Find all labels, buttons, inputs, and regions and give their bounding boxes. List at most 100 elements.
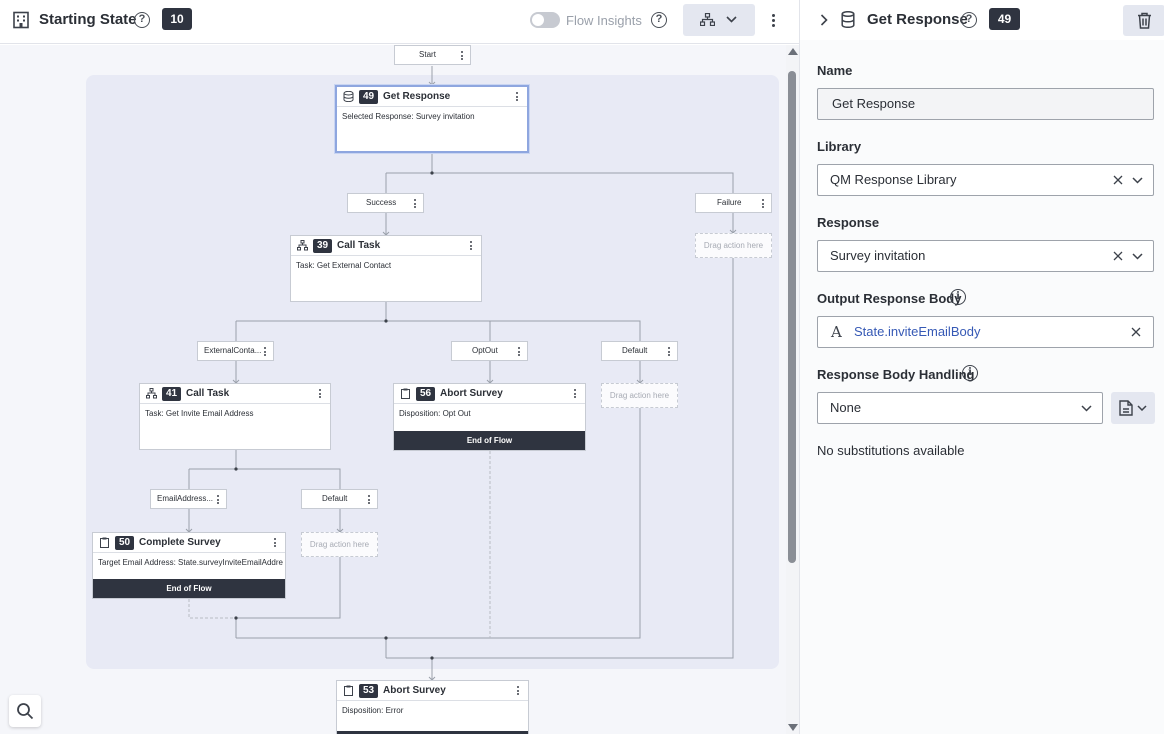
drop-zone[interactable]: Drag action here xyxy=(301,532,378,557)
complete-survey-node[interactable]: 50 Complete Survey Target Email Address:… xyxy=(92,532,286,599)
info-icon[interactable]: i xyxy=(950,289,966,305)
more-vert-icon[interactable] xyxy=(518,347,521,358)
node-title: Get Response xyxy=(383,91,451,102)
node-number-badge: 53 xyxy=(359,684,379,698)
node-title: Abort Survey xyxy=(383,685,446,696)
abort-survey-node[interactable]: 56 Abort Survey Disposition: Opt Out End… xyxy=(393,383,586,451)
chevron-right-icon[interactable] xyxy=(820,14,828,26)
properties-panel: Get Response ? 49 Name Get Response Libr… xyxy=(799,0,1164,734)
more-vert-icon[interactable] xyxy=(461,51,464,62)
string-type-icon: A xyxy=(831,323,842,341)
name-input[interactable]: Get Response xyxy=(817,88,1154,120)
path-label: OptOut xyxy=(472,346,498,355)
more-vert-icon[interactable] xyxy=(517,686,520,697)
more-vert-icon[interactable] xyxy=(470,241,473,252)
chevron-down-icon[interactable] xyxy=(1132,177,1143,184)
output-body-label: Output Response Body xyxy=(817,291,962,306)
call-task-node[interactable]: 39 Call Task Task: Get External Contact xyxy=(290,235,482,302)
node-detail: Task: Get External Contact xyxy=(296,261,392,270)
more-vert-icon[interactable] xyxy=(217,495,220,506)
path-default[interactable]: Default xyxy=(301,489,378,509)
node-detail: Disposition: Error xyxy=(342,706,404,715)
document-menu-button[interactable] xyxy=(1111,392,1155,424)
node-title: Call Task xyxy=(337,240,381,251)
end-of-flow-bar: End of Flow xyxy=(93,579,285,598)
flow-canvas[interactable]: Start 49 Get Response Selected Response:… xyxy=(0,45,786,734)
more-vert-icon[interactable] xyxy=(762,199,765,210)
path-failure[interactable]: Failure xyxy=(695,193,772,213)
node-detail: Selected Response: Survey invitation xyxy=(342,112,475,121)
node-number-badge: 56 xyxy=(416,387,436,401)
response-value: Survey invitation xyxy=(830,248,926,263)
path-label: Default xyxy=(622,346,648,355)
end-of-flow-bar: End of Flow xyxy=(394,431,585,450)
canvas-search-button[interactable] xyxy=(9,695,41,727)
name-label: Name xyxy=(817,63,853,78)
scroll-up-arrow[interactable] xyxy=(788,48,798,55)
node-title: Call Task xyxy=(186,388,230,399)
more-vert-icon[interactable] xyxy=(516,92,519,103)
chevron-down-icon xyxy=(1137,405,1147,411)
canvas-scrollbar[interactable] xyxy=(786,45,799,734)
call-task-node[interactable]: 41 Call Task Task: Get Invite Email Addr… xyxy=(139,383,331,450)
more-vert-icon[interactable] xyxy=(772,14,776,29)
path-default[interactable]: Default xyxy=(601,341,678,361)
help-icon[interactable]: ? xyxy=(961,12,977,28)
more-vert-icon[interactable] xyxy=(368,495,371,506)
more-vert-icon[interactable] xyxy=(574,389,577,400)
response-select[interactable]: Survey invitation xyxy=(817,240,1154,272)
path-external-contact[interactable]: ExternalConta... xyxy=(197,341,274,361)
node-detail: Task: Get Invite Email Address xyxy=(145,409,254,418)
chevron-down-icon[interactable] xyxy=(1132,253,1143,260)
clipboard-icon xyxy=(100,537,109,548)
help-icon[interactable]: ? xyxy=(651,12,667,28)
drop-zone[interactable]: Drag action here xyxy=(601,383,678,408)
path-label: Success xyxy=(366,198,397,207)
node-title: Abort Survey xyxy=(440,388,503,399)
path-opt-out[interactable]: OptOut xyxy=(451,341,528,361)
document-icon xyxy=(1119,400,1133,416)
node-number-badge: 49 xyxy=(359,90,379,104)
body-handling-value: None xyxy=(830,400,862,415)
path-success[interactable]: Success xyxy=(347,193,424,213)
output-variable-input[interactable]: A State.inviteEmailBody xyxy=(817,316,1154,348)
chevron-down-icon xyxy=(1081,405,1092,412)
flow-insights-toggle[interactable] xyxy=(530,12,560,28)
clear-icon[interactable] xyxy=(1113,175,1123,185)
abort-survey-node[interactable]: 53 Abort Survey Disposition: Error xyxy=(336,680,529,734)
clear-icon[interactable] xyxy=(1113,251,1123,261)
body-handling-select[interactable]: None xyxy=(817,392,1103,424)
more-vert-icon[interactable] xyxy=(668,347,671,358)
scroll-down-arrow[interactable] xyxy=(788,724,798,731)
no-substitutions-text: No substitutions available xyxy=(817,443,965,458)
node-title: Complete Survey xyxy=(139,537,221,548)
start-label: Start xyxy=(419,50,436,59)
path-email-address[interactable]: EmailAddress... xyxy=(150,489,227,509)
more-vert-icon[interactable] xyxy=(319,389,322,400)
scrollbar-thumb[interactable] xyxy=(788,71,796,563)
node-number-badge: 41 xyxy=(162,387,182,401)
building-icon xyxy=(13,11,29,29)
more-vert-icon[interactable] xyxy=(264,347,267,358)
help-icon[interactable]: ? xyxy=(134,12,150,28)
path-label: Default xyxy=(322,494,348,503)
hierarchy-icon xyxy=(700,13,715,26)
delete-action-button[interactable] xyxy=(1123,5,1164,36)
clear-icon[interactable] xyxy=(1131,327,1141,337)
more-vert-icon[interactable] xyxy=(274,538,277,549)
library-select[interactable]: QM Response Library xyxy=(817,164,1154,196)
flow-insights-label: Flow Insights xyxy=(566,13,642,28)
drop-zone[interactable]: Drag action here xyxy=(695,233,772,258)
flow-toolbar: Starting State ? 10 Flow Insights ? xyxy=(0,0,799,44)
start-node[interactable]: Start xyxy=(394,45,471,65)
clipboard-icon xyxy=(401,388,410,399)
more-vert-icon[interactable] xyxy=(414,199,417,210)
flow-connectors xyxy=(185,66,737,681)
get-response-node[interactable]: 49 Get Response Selected Response: Surve… xyxy=(335,85,529,153)
panel-title: Get Response xyxy=(867,11,968,28)
layout-menu-button[interactable] xyxy=(683,4,755,36)
info-icon[interactable]: i xyxy=(962,365,978,381)
node-detail: Disposition: Opt Out xyxy=(399,409,471,418)
clipboard-icon xyxy=(344,685,353,696)
body-handling-label: Response Body Handling xyxy=(817,367,975,382)
